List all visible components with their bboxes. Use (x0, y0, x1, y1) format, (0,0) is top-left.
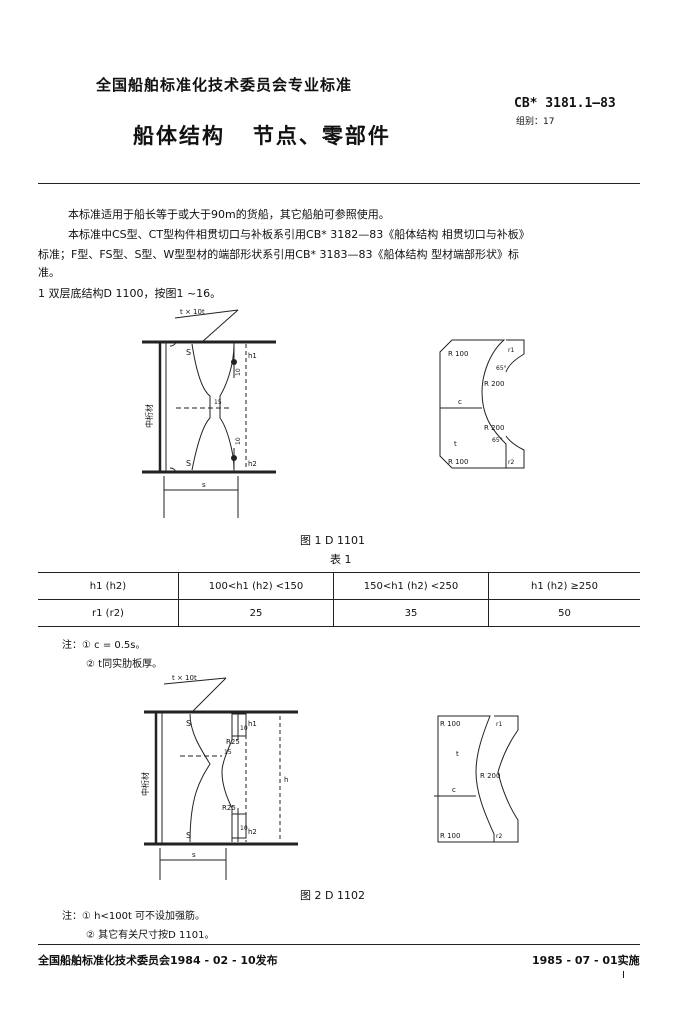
table-header-cell: 100<h1 (h2) <150 (178, 572, 334, 600)
fig1-s-dim: s (202, 481, 206, 489)
fig1-t: t (454, 440, 457, 448)
header-rule (38, 183, 640, 184)
organization-title: 全国船舶标准化技术委员会专业标准 (96, 76, 353, 94)
fig1-t-note: t × 10t (180, 308, 205, 316)
notes1-item-2: ② t同实肋板厚。 (86, 659, 163, 670)
fig2-s-top: S (186, 719, 191, 728)
fig2-girder-label: 中桁材 (140, 772, 150, 796)
notes2-item-1: 注：① h<100t 可不设加强筋。 (62, 911, 206, 922)
footer-issued: 全国船舶标准化技术委员会1984 - 02 - 10发布 (38, 954, 278, 967)
fig1-angle-top: 65° (496, 365, 507, 372)
fig1-s-top: S (186, 348, 191, 357)
figure2-section-drawing: t × 10t S S 10 10 h1 h2 R25 R25 15 h 中桁材… (140, 674, 298, 880)
footer-effective: 1985 - 07 - 01实施 (532, 954, 640, 967)
table1: h1 (h2) 100<h1 (h2) <150 150<h1 (h2) <25… (38, 572, 640, 627)
page-number: I (622, 970, 625, 981)
fig2-dim15: 15 (224, 749, 232, 756)
fig1-s-bottom: S (186, 459, 191, 468)
fig2-r25-top: R25 (226, 738, 240, 746)
fig2-h1: h1 (248, 720, 257, 728)
fig1-h2: h2 (248, 460, 257, 468)
table-cell: 50 (488, 599, 640, 627)
fig2-t-note: t × 10t (172, 674, 197, 682)
fig1-r200-top: R 200 (484, 380, 504, 388)
notes2-item-2: ② 其它有关尺寸按D 1101。 (86, 930, 215, 941)
fig2-r1: r1 (496, 721, 502, 728)
intro-paragraph-2-end: 准。 (38, 266, 60, 279)
fig2-r200: R 200 (480, 772, 500, 780)
fig1-girder-label: 中桁材 (144, 404, 154, 428)
fig2-s-bottom: S (186, 831, 191, 840)
standard-code: CB* 3181.1—83 (514, 96, 616, 111)
table1-title: 表 1 (330, 553, 352, 566)
notes1-item-1: 注：① c = 0.5s。 (62, 640, 146, 651)
fig1-h1: h1 (248, 352, 257, 360)
figure2-caption: 图 2 D 1102 (300, 889, 365, 902)
table-row: r1 (r2) 25 35 50 (38, 599, 640, 627)
fig1-r100-top: R 100 (448, 350, 468, 358)
fig1-r1: r1 (508, 347, 514, 354)
figure1-cutout-detail: R 100 r1 65° R 200 c R 200 65° t R 100 r… (439, 339, 525, 469)
fig2-r100-bottom: R 100 (440, 832, 460, 840)
table-cell: r1 (r2) (38, 599, 179, 627)
fig1-dim10-bottom: 10 (235, 437, 242, 445)
fig2-r100-top: R 100 (440, 720, 460, 728)
fig1-dim15: 15 (214, 399, 222, 406)
intro-paragraph-2-cont: 标准；F型、FS型、S型、W型型材的端部形状系引用CB* 3183—83《船体结… (38, 248, 520, 261)
table-cell: 35 (333, 599, 489, 627)
figure1-section-drawing: t × 10t S S h1 h2 10 10 15 中桁材 s (142, 308, 276, 518)
fig1-dim10-top: 10 (235, 368, 242, 376)
fig2-dim10-bottom: 10 (240, 825, 248, 832)
figure2-cutout-detail: R 100 r1 t R 200 c R 100 r2 (434, 715, 519, 843)
fig2-r25-bottom: R25 (222, 804, 236, 812)
table-cell: 25 (178, 599, 334, 627)
fig2-c: c (452, 786, 456, 794)
fig1-r100-bottom: R 100 (448, 458, 468, 466)
section-1-heading: 1 双层底结构D 1100，按图1 ~16。 (38, 287, 222, 300)
table-header-cell: h1 (h2) (38, 572, 179, 600)
intro-paragraph-2: 本标准中CS型、CT型构件相贯切口与补板系引用CB* 3182—83《船体结构 … (68, 228, 530, 241)
intro-paragraph-1: 本标准适用于船长等于或大于90m的货船，其它船舶可参照使用。 (68, 208, 390, 221)
fig2-dim10-top: 10 (240, 725, 248, 732)
fig2-h: h (284, 776, 288, 784)
document-title: 船体结构 节点、零部件 (133, 124, 391, 148)
figure1-caption: 图 1 D 1101 (300, 534, 365, 547)
fig2-r2: r2 (496, 833, 502, 840)
fig2-t: t (456, 750, 459, 758)
table-header-cell: h1 (h2) ≥250 (488, 572, 640, 600)
footer-rule (38, 944, 640, 945)
fig1-r200-bottom: R 200 (484, 424, 504, 432)
fig1-r2: r2 (508, 459, 514, 466)
group-label: 组别：17 (516, 117, 555, 127)
fig2-s-dim: s (192, 851, 196, 859)
fig2-h2: h2 (248, 828, 257, 836)
table-row: h1 (h2) 100<h1 (h2) <150 150<h1 (h2) <25… (38, 572, 640, 600)
table-header-cell: 150<h1 (h2) <250 (333, 572, 489, 600)
fig1-angle-bottom: 65° (492, 437, 503, 444)
fig1-c: c (458, 398, 462, 406)
